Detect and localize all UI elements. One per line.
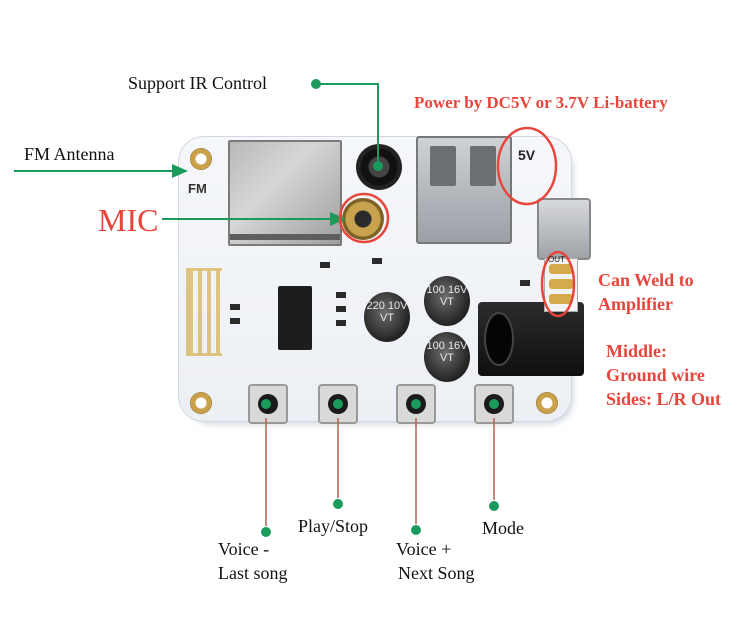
mounting-hole-bottom-right xyxy=(536,392,558,414)
usb-port xyxy=(416,136,512,244)
play-stop-label: Play/Stop xyxy=(298,516,369,536)
voice-minus-label-line2: Last song xyxy=(218,563,288,583)
audio-jack xyxy=(478,302,584,376)
fm-antenna-arrowhead xyxy=(172,164,188,178)
micro-usb-port xyxy=(537,198,591,260)
ir-leader-line xyxy=(316,83,379,166)
mic-highlight-circle xyxy=(338,192,390,244)
voice-plus-label-line2: Next Song xyxy=(398,563,475,583)
smd-component xyxy=(230,304,240,310)
ir-leader-dot xyxy=(311,79,321,89)
play-stop-button-dot xyxy=(333,399,343,409)
ir-control-label: Support IR Control xyxy=(128,73,268,93)
out-highlight-ellipse xyxy=(540,250,576,318)
smd-component xyxy=(336,320,346,326)
voice-plus-button[interactable] xyxy=(396,384,436,424)
middle-label-line2: Ground wire xyxy=(606,365,705,385)
bluetooth-antenna-trace xyxy=(186,268,222,356)
voice-minus-button-dot xyxy=(261,399,271,409)
mounting-hole-top-left xyxy=(190,148,212,170)
mode-button-dot xyxy=(489,399,499,409)
power-highlight-ellipse xyxy=(496,126,558,206)
smd-component xyxy=(320,262,330,268)
voice-plus-button-dot xyxy=(411,399,421,409)
sd-card-slot xyxy=(228,140,342,246)
smd-component xyxy=(230,318,240,324)
microphone xyxy=(342,198,384,240)
capacitor-220uf: 220 10V VT xyxy=(364,292,410,342)
mic-label: MIC xyxy=(98,202,159,238)
ic-chip xyxy=(272,286,318,350)
ir-end-dot xyxy=(373,161,383,171)
power-label: Power by DC5V or 3.7V Li-battery xyxy=(414,93,668,112)
weld-label-line1: Can Weld to xyxy=(598,270,694,290)
weld-label-line2: Amplifier xyxy=(598,294,673,314)
mounting-hole-bottom-left xyxy=(190,392,212,414)
middle-label-line1: Middle: xyxy=(606,341,667,361)
smd-component xyxy=(336,306,346,312)
out-silkscreen: OUT xyxy=(548,255,565,264)
fm-antenna-label: FM Antenna xyxy=(24,144,115,164)
voice-minus-label-line1: Voice - xyxy=(218,539,270,559)
five-v-silkscreen: 5V xyxy=(518,147,536,163)
voice-minus-label-dot xyxy=(261,527,271,537)
smd-component xyxy=(372,258,382,264)
mode-label-dot xyxy=(489,501,499,511)
voice-plus-label-dot xyxy=(411,525,421,535)
smd-component xyxy=(520,280,530,286)
smd-component xyxy=(336,292,346,298)
fm-silkscreen: FM xyxy=(188,181,207,196)
mode-label: Mode xyxy=(482,518,524,538)
voice-plus-label-line1: Voice + xyxy=(396,539,452,559)
play-stop-label-dot xyxy=(333,499,343,509)
capacitor-100uf-upper: 100 16V VT xyxy=(424,276,470,326)
middle-label-line3: Sides: L/R Out xyxy=(606,389,722,409)
mic-arrowhead xyxy=(330,212,346,226)
capacitor-100uf-lower: 100 16V VT xyxy=(424,332,470,382)
